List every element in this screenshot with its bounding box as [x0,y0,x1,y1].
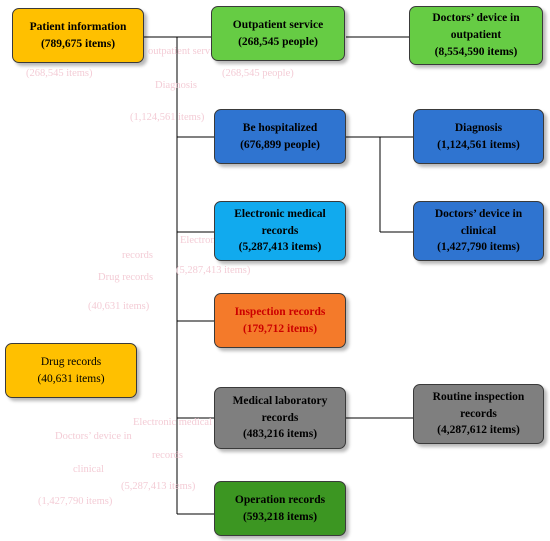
node-title: Patient information [29,20,127,33]
ghost-text: (1,427,790 items) [38,496,113,507]
node-be-hospitalized: Be hospitalized (676,899 people) [214,109,346,164]
ghost-text: (5,287,413 items) [176,265,251,276]
node-count: (1,427,790 items) [437,241,520,254]
node-operation-records: Operation records (593,218 items) [214,481,346,536]
node-doctors-device-clinical: Doctors’ device in clinical (1,427,790 i… [413,201,544,261]
node-title: Doctors’ device in clinical [434,207,523,237]
ghost-text: clinical [73,464,104,475]
node-count: (483,216 items) [242,428,318,441]
node-drug-records: Drug records (40,631 items) [5,343,137,398]
ghost-text: (268,545 people) [222,68,294,79]
ghost-text: (40,631 items) [88,301,150,312]
node-title: Drug records [40,355,102,368]
node-title: Inspection records [234,305,326,318]
ghost-text: records [122,250,153,261]
node-doctors-device-outpatient: Doctors’ device in outpatient (8,554,590… [409,6,543,65]
node-routine-inspection-records: Routine inspection records (4,287,612 it… [413,384,544,444]
node-electronic-medical-records: Electronic medical records (5,287,413 it… [214,201,346,261]
node-title: Doctors’ device in outpatient [432,12,520,42]
node-title: Routine inspection records [432,390,525,420]
node-count: (789,675 items) [40,37,116,50]
ghost-text: (1,124,561 items) [130,112,205,123]
ghost-text: Electronic medical [133,417,213,428]
node-title: Medical laboratory records [232,394,328,424]
node-count: (4,287,612 items) [437,424,520,437]
ghost-text: (5,287,413 items) [121,481,196,492]
node-diagnosis: Diagnosis (1,124,561 items) [413,109,544,164]
node-title: Diagnosis [454,121,503,134]
node-title: Be hospitalized [242,121,318,134]
node-count: (1,124,561 items) [437,138,520,151]
node-title: Operation records [234,493,326,506]
ghost-text: (268,545 items) [26,68,93,79]
node-title: Outpatient service [232,18,324,31]
node-count: (40,631 items) [37,372,105,385]
node-title: Electronic medical records [234,207,326,237]
node-count: (268,545 people) [238,35,318,48]
node-inspection-records: Inspection records (179,712 items) [214,293,346,348]
node-patient-information: Patient information (789,675 items) [12,8,144,63]
node-outpatient-service: Outpatient service (268,545 people) [211,6,345,61]
ghost-text: records [152,450,183,461]
ghost-text: Diagnosis [155,80,197,91]
node-count: (5,287,413 items) [238,241,322,254]
ghost-text: Drug records [98,272,154,283]
node-count: (179,712 items) [242,322,318,335]
ghost-text: outpatient service [148,46,223,57]
node-medical-laboratory-records: Medical laboratory records (483,216 item… [214,387,346,449]
node-count: (8,554,590 items) [434,45,518,58]
node-count: (676,899 people) [240,138,320,151]
ghost-text: Doctors’ device in [55,431,132,442]
node-count: (593,218 items) [242,510,318,523]
